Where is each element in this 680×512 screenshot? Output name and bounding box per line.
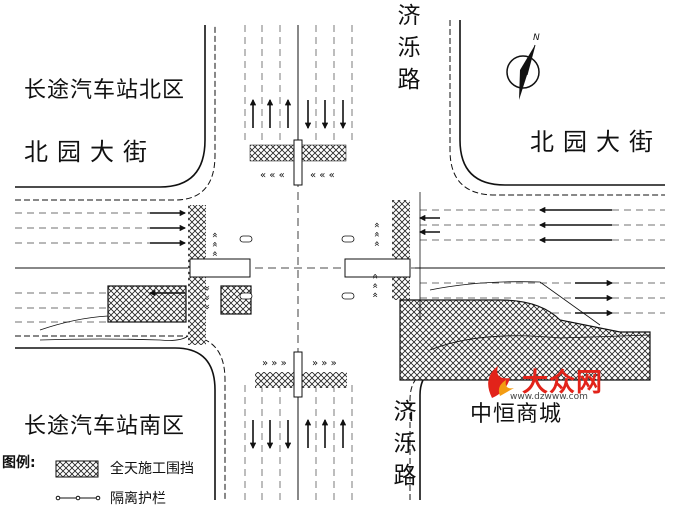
label-mall: 中恒商城 — [470, 402, 563, 427]
construction-zones — [107, 285, 651, 381]
svg-text:« « «: « « « — [371, 222, 382, 247]
label-road-south: 济泺路 — [393, 399, 417, 489]
chevrons: « « « « « « » » » » » » « « « « « « « « … — [202, 170, 382, 369]
label-station-south: 长途汽车站南区 — [24, 414, 186, 439]
compass-north-label: N — [533, 33, 540, 43]
legend-barrier: 隔离护栏 — [110, 491, 166, 507]
label-street-east: 北园大街 — [530, 128, 662, 156]
watermark-brand: 大众网 — [522, 368, 604, 398]
label-station-north: 长途汽车站北区 — [24, 78, 186, 103]
legend-title: 图例: — [2, 455, 36, 471]
label-street-west: 北园大街 — [24, 138, 156, 166]
watermark-logo-icon — [488, 366, 514, 398]
svg-text:« « «: « « « — [209, 232, 220, 257]
lane-arrows — [148, 98, 614, 450]
compass-icon — [506, 44, 540, 100]
islands — [239, 235, 355, 300]
guardrails — [39, 192, 651, 351]
svg-text:« « «: « « « — [202, 285, 213, 310]
crosswalk-east — [392, 200, 410, 300]
svg-text:» » »: » » » — [370, 273, 381, 298]
svg-text:« « «: « « « — [260, 170, 285, 181]
svg-text:« « «: « « « — [310, 170, 335, 181]
stop-boxes — [189, 139, 411, 398]
label-road-north: 济泺路 — [397, 3, 421, 93]
svg-text:» » »: » » » — [262, 358, 287, 369]
svg-text:» » »: » » » — [312, 358, 337, 369]
legend-symbols — [55, 460, 101, 501]
legend-construction: 全天施工围挡 — [110, 461, 194, 477]
watermark-url: www.dzwww.com — [510, 392, 588, 402]
